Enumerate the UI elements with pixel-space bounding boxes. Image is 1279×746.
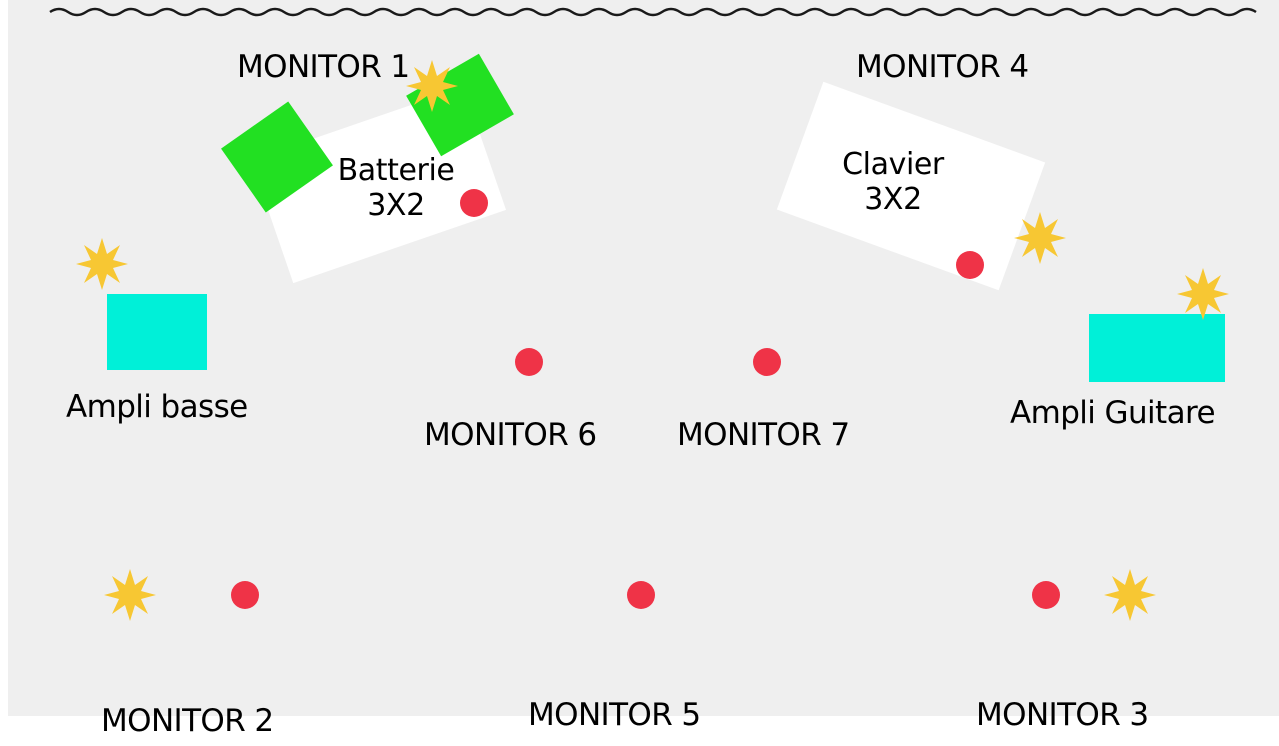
stage-plan: Batterie 3X2 Clavier 3X2 MONITOR 1 MONIT… bbox=[8, 0, 1279, 737]
monitor-dot-icon bbox=[956, 251, 984, 279]
monitor-dot-icon bbox=[515, 348, 543, 376]
light-star-icon bbox=[1104, 569, 1156, 621]
monitor-dot-icon bbox=[753, 348, 781, 376]
monitor-7-label: MONITOR 7 bbox=[677, 417, 850, 453]
monitor-1-label: MONITOR 1 bbox=[237, 49, 410, 85]
keyboard-size: 3X2 bbox=[864, 181, 922, 217]
monitor-6-label: MONITOR 6 bbox=[424, 417, 597, 453]
bass-amp bbox=[107, 294, 207, 370]
drum-label: Batterie bbox=[337, 153, 455, 188]
guitar-amp-label: Ampli Guitare bbox=[1010, 395, 1216, 431]
monitor-dot-icon bbox=[231, 581, 259, 609]
bass-amp-label: Ampli basse bbox=[66, 389, 248, 425]
keyboard-label: Clavier bbox=[842, 147, 944, 182]
monitor-dot-icon bbox=[460, 189, 488, 217]
monitor-dot-icon bbox=[627, 581, 655, 609]
stage-front-wave bbox=[49, 7, 1257, 17]
keyboard-riser-label: Clavier 3X2 bbox=[813, 147, 973, 217]
light-star-icon bbox=[104, 569, 156, 621]
light-star-icon bbox=[1014, 212, 1066, 264]
light-star-icon bbox=[76, 238, 128, 290]
drum-riser-label: Batterie 3X2 bbox=[311, 153, 481, 223]
monitor-3-label: MONITOR 3 bbox=[976, 697, 1149, 733]
monitor-5-label: MONITOR 5 bbox=[528, 697, 701, 733]
light-star-icon bbox=[1177, 268, 1229, 320]
drum-size: 3X2 bbox=[367, 187, 425, 223]
guitar-amp bbox=[1089, 314, 1225, 382]
monitor-dot-icon bbox=[1032, 581, 1060, 609]
monitor-2-label: MONITOR 2 bbox=[101, 703, 274, 739]
monitor-4-label: MONITOR 4 bbox=[856, 49, 1029, 85]
light-star-icon bbox=[406, 60, 458, 112]
